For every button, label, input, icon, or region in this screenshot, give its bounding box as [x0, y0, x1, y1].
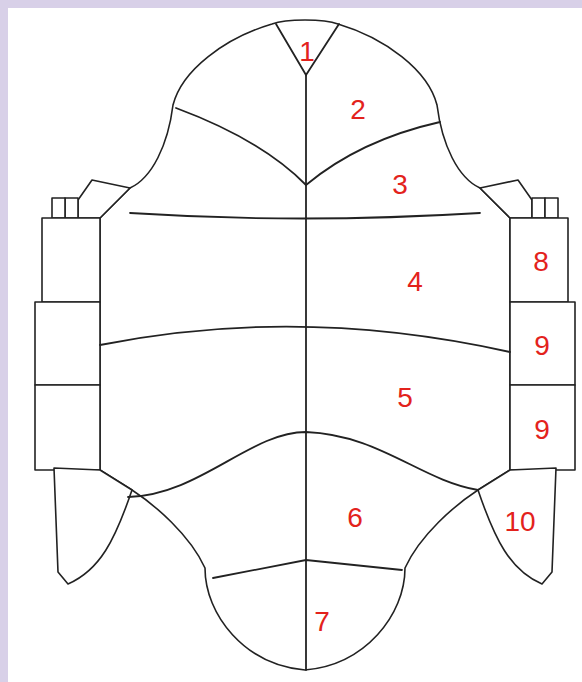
- callout-number: 5: [397, 384, 413, 412]
- callout-number: 10: [504, 508, 535, 536]
- callout-number: 9: [534, 416, 550, 444]
- callout-number: 7: [314, 608, 330, 636]
- callout-number: 9: [534, 332, 550, 360]
- callout-number: 6: [347, 504, 363, 532]
- callout-number: 1: [299, 38, 315, 66]
- callout-number: 8: [533, 248, 549, 276]
- plastron-outline: [100, 20, 510, 670]
- callout-number: 2: [350, 96, 366, 124]
- ground: [8, 8, 582, 682]
- marginal-scutes: [35, 180, 575, 584]
- scute-seams: [100, 24, 510, 670]
- callout-number: 3: [392, 171, 408, 199]
- callout-number: 4: [407, 268, 423, 296]
